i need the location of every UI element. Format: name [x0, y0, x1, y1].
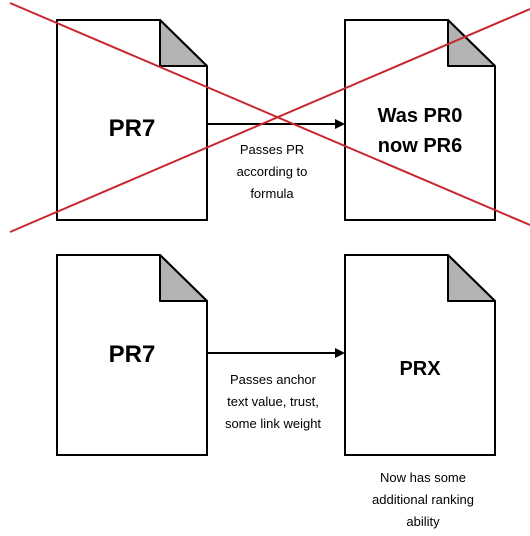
bottom-source-document: PR7: [56, 254, 208, 456]
bottom-note-line3: ability: [406, 514, 440, 529]
bottom-source-label: PR7: [109, 341, 156, 368]
bottom-caption-line2: text value, trust,: [227, 394, 319, 409]
bottom-caption-line3: some link weight: [225, 416, 321, 431]
top-target-label-line2: now PR6: [378, 135, 462, 157]
top-source-label: PR7: [109, 115, 156, 142]
top-caption-line3: formula: [250, 186, 294, 201]
top-target-label-line1: Was PR0: [378, 105, 463, 127]
top-source-fold-icon: [159, 19, 208, 67]
top-caption-line1: Passes PR: [240, 142, 304, 157]
top-target-fold-icon: [447, 19, 496, 67]
bottom-note-line2: additional ranking: [372, 492, 474, 507]
top-target-document: Was PR0 now PR6: [344, 19, 496, 221]
top-caption-line2: according to: [237, 164, 308, 179]
bottom-target-document: PRX: [344, 254, 496, 456]
bottom-target-fold-icon: [447, 254, 496, 302]
bottom-caption-line1: Passes anchor: [230, 372, 317, 387]
bottom-note-line1: Now has some: [380, 470, 466, 485]
cross-out-mark: [9, 2, 530, 233]
top-source-document: PR7: [56, 19, 208, 221]
bottom-target-label: PRX: [399, 358, 441, 380]
bottom-source-fold-icon: [159, 254, 208, 302]
